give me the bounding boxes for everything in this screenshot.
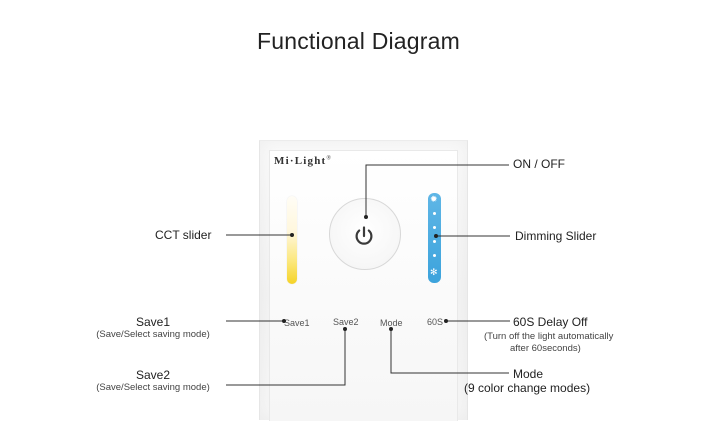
- mode-key[interactable]: Mode: [380, 318, 403, 328]
- mode-title: Mode: [513, 367, 544, 381]
- save1-dot: [282, 319, 286, 323]
- brightness-high-icon: ✹: [430, 194, 438, 204]
- save1-desc: (Save/Select saving mode): [96, 329, 210, 340]
- mode-leader: [390, 329, 509, 374]
- save2-desc: (Save/Select saving mode): [96, 382, 210, 393]
- delay-title: 60S Delay Off: [513, 315, 588, 329]
- brand-logo: Mi·Light®: [274, 155, 332, 167]
- on-off-label: ON / OFF: [513, 157, 565, 171]
- save1-title: Save1: [135, 315, 171, 329]
- dimming-step: [433, 226, 436, 229]
- on-off-dot: [364, 215, 368, 219]
- delay-key[interactable]: 60S: [427, 317, 444, 327]
- cct-dot: [290, 233, 294, 237]
- save2-dot: [343, 327, 347, 331]
- dimming-slider-label: Dimming Slider: [515, 229, 597, 243]
- save2-key[interactable]: Save2: [333, 317, 359, 327]
- brightness-low-icon: ✻: [430, 267, 438, 277]
- save2-title: Save2: [135, 368, 171, 382]
- mode-dot: [389, 327, 393, 331]
- panel-glass: [269, 150, 458, 421]
- diagram-title: Functional Diagram: [256, 28, 461, 54]
- on-off-leader: [365, 164, 509, 217]
- save2-leader: [226, 329, 346, 386]
- brand-name: Mi·Light: [274, 155, 327, 167]
- dimming-step: [433, 240, 436, 243]
- cct-slider[interactable]: [287, 196, 297, 284]
- dimming-dot: [434, 234, 438, 238]
- cct-slider-label: CCT slider: [155, 228, 212, 242]
- dimming-slider[interactable]: [428, 193, 441, 283]
- power-icon: [355, 226, 373, 245]
- delay-dot: [444, 319, 448, 323]
- dimming-step: [433, 254, 436, 257]
- brand-mark: ®: [326, 155, 333, 162]
- save1-key[interactable]: Save1: [284, 318, 310, 328]
- delay-desc-line1: (Turn off the light automatically: [484, 331, 614, 342]
- delay-desc-line2: after 60seconds): [510, 343, 581, 354]
- dimming-step: [433, 212, 436, 215]
- mode-desc: (9 color change modes): [464, 381, 591, 395]
